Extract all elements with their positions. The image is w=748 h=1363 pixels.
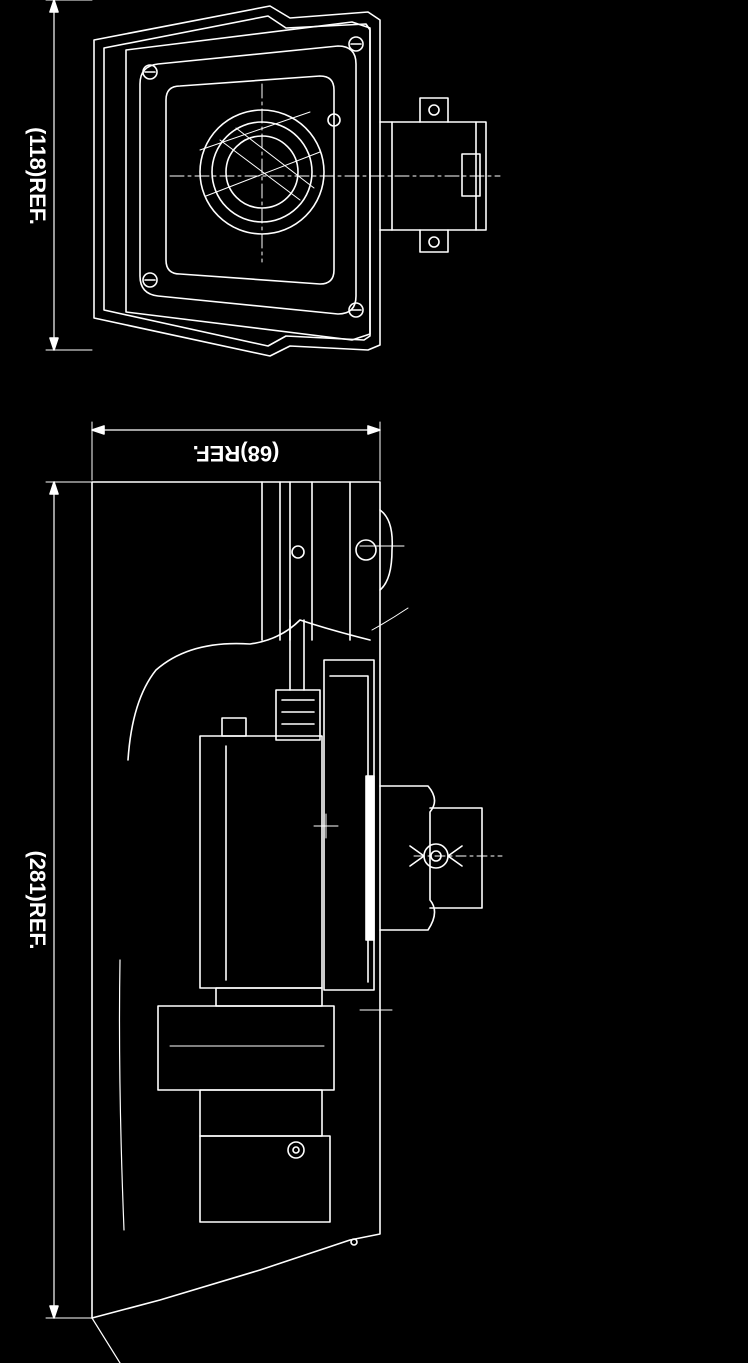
housing-shell	[91, 481, 381, 1319]
camera-body	[199, 717, 323, 989]
bnc-connector	[275, 689, 321, 741]
sunshield-inner	[103, 15, 371, 347]
label-68-ref: (68)REF.	[193, 441, 280, 466]
mount-clamp	[379, 785, 503, 931]
lens-assembly	[157, 987, 335, 1223]
cable	[289, 619, 305, 691]
cutaway-line	[127, 619, 371, 761]
screws	[142, 36, 364, 318]
inner-plate	[323, 659, 375, 991]
dim-68	[91, 421, 381, 481]
sunshield-outline	[93, 5, 381, 357]
side-view	[45, 421, 503, 1363]
housing-body	[125, 21, 371, 341]
window-inner	[165, 75, 335, 285]
label-118-ref: (118)REF.	[25, 127, 50, 225]
front-view	[45, 0, 501, 357]
rail	[261, 481, 351, 641]
label-281-ref: (281)REF.	[25, 850, 50, 949]
dim-118	[45, 0, 93, 351]
mount-bracket	[379, 97, 487, 253]
dim-281	[45, 481, 93, 1319]
